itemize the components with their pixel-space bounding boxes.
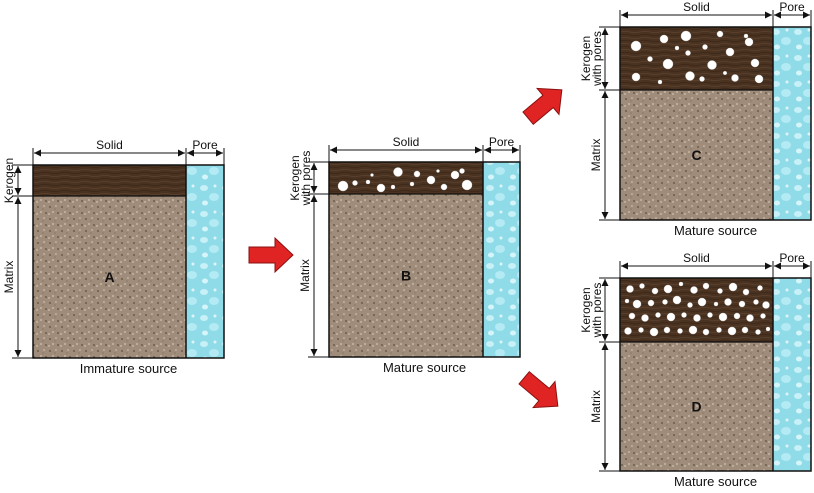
pore-label: Pore: [192, 138, 218, 152]
kerogen-layer: [329, 162, 483, 194]
panel-caption: Mature source: [674, 474, 757, 489]
transition-arrow-b-to-c: [522, 87, 563, 125]
pore-label: Pore: [489, 135, 515, 149]
pore-column: [186, 165, 224, 358]
pore-column: [483, 162, 520, 357]
transition-arrow-b-to-d: [518, 371, 559, 409]
matrix-layer: [33, 196, 186, 358]
matrix-layer: [620, 90, 773, 220]
kerogen-label: Kerogen: [2, 158, 16, 203]
matrix-layer: [329, 194, 483, 357]
matrix-layer: [620, 342, 773, 471]
kerogen-with-pores-label-line2: with pores: [299, 151, 313, 207]
kerogen-with-pores-label-line2: with pores: [590, 283, 604, 339]
pore-label: Pore: [779, 251, 805, 265]
panel-letter: D: [691, 399, 701, 415]
kerogen-layer: [33, 165, 186, 196]
solid-label: Solid: [393, 135, 420, 149]
panel-caption: Mature source: [383, 360, 466, 375]
panel-caption: Mature source: [674, 223, 757, 238]
pore-label: Pore: [779, 0, 805, 14]
matrix-label: Matrix: [589, 390, 603, 423]
kerogen-with-pores-label-line1: Kerogen: [579, 287, 593, 332]
matrix-label: Matrix: [2, 261, 16, 294]
solid-label: Solid: [683, 0, 710, 14]
solid-label: Solid: [683, 251, 710, 265]
transition-arrow-a-to-b: [248, 236, 294, 274]
kerogen-with-pores-label-line1: Kerogen: [288, 155, 302, 200]
kerogen-with-pores-label-line2: with pores: [590, 31, 604, 87]
panel-letter: A: [104, 269, 114, 285]
pore-column: [773, 278, 811, 471]
panel-letter: C: [691, 147, 701, 163]
matrix-label: Matrix: [589, 139, 603, 172]
panel-letter: B: [401, 268, 411, 284]
kerogen-pores: [630, 30, 764, 85]
kerogen-with-pores-label-line1: Kerogen: [579, 36, 593, 81]
kerogen-pores: [624, 281, 771, 337]
panel-caption: Immature source: [80, 361, 178, 376]
pore-column: [773, 27, 811, 220]
matrix-label: Matrix: [298, 259, 312, 292]
kerogen-pores: [337, 167, 473, 193]
solid-label: Solid: [96, 138, 123, 152]
kerogen-layer: [620, 27, 773, 90]
